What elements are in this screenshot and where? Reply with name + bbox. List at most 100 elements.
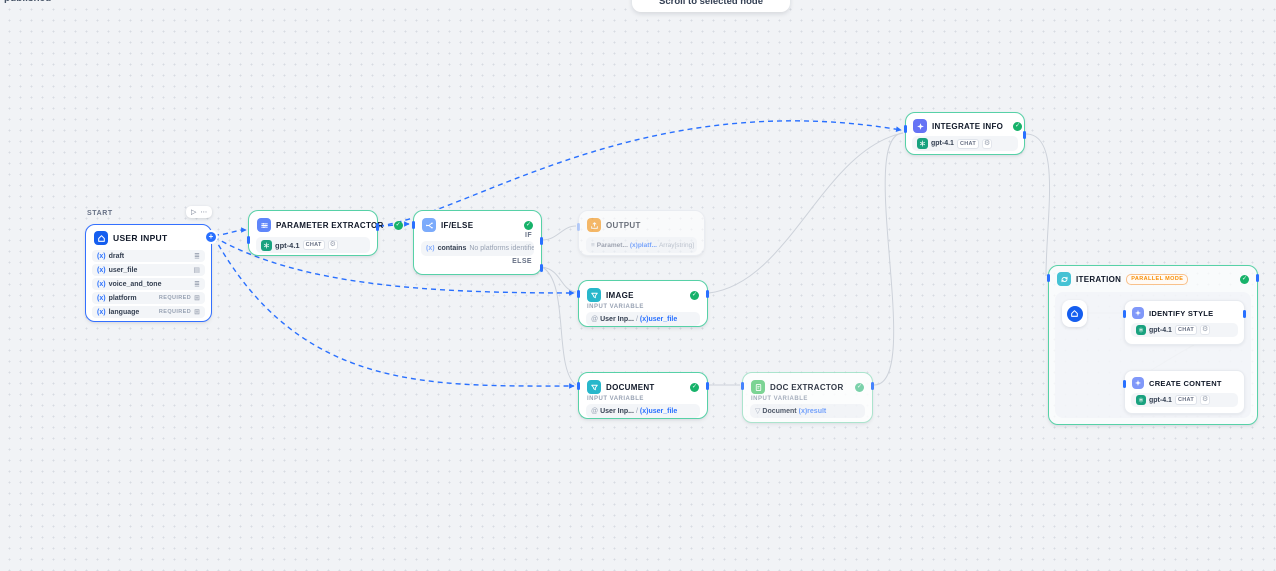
edge-ifelse-to-output[interactable] xyxy=(541,225,577,241)
input-variable-label: INPUT VARIABLE xyxy=(587,304,644,310)
node-parameter-extractor[interactable]: PARAMETER EXTRACTOR ✓ gpt-4.1 CHAT ⚙ xyxy=(247,210,403,256)
field-row-language: (x) language REQUIRED ⊞ xyxy=(92,306,205,318)
output-handle[interactable] xyxy=(1243,310,1246,318)
model-row[interactable]: gpt-4.1 CHAT ⚙ xyxy=(912,136,1018,151)
condition-value: No platforms identifie... xyxy=(469,245,534,252)
model-settings-icon[interactable]: ⚙ xyxy=(327,240,338,250)
model-settings-icon[interactable]: ⚙ xyxy=(1200,395,1211,405)
edge-userinput-to-paramextractor[interactable] xyxy=(213,227,247,236)
field-name: platform xyxy=(108,294,137,302)
node-image[interactable]: IMAGE ✓ INPUT VARIABLE @ User Inp... / (… xyxy=(577,280,709,327)
required-badge: REQUIRED xyxy=(158,295,192,301)
success-check-icon: ✓ xyxy=(393,220,403,230)
model-mode-badge: CHAT xyxy=(302,240,325,250)
openai-icon xyxy=(1136,325,1146,335)
output-handle[interactable] xyxy=(376,223,379,231)
variable-glyph: (x) xyxy=(97,252,106,260)
if-branch-label: IF xyxy=(524,232,532,239)
edge-ifelse-to-document[interactable] xyxy=(541,266,577,386)
input-handle[interactable] xyxy=(577,223,580,231)
model-settings-icon[interactable]: ⚙ xyxy=(1200,325,1211,335)
variable-glyph: (x) xyxy=(426,245,435,252)
node-title: DOC EXTRACTOR xyxy=(770,382,844,392)
if-output-handle[interactable] xyxy=(540,237,543,245)
variable-value-row: ▽ Document (x)result xyxy=(750,404,865,418)
node-doc-extractor[interactable]: DOC EXTRACTOR ✓ INPUT VARIABLE ▽ Documen… xyxy=(741,372,874,423)
published-label: published xyxy=(4,0,51,4)
more-menu-icon[interactable]: ⋯ xyxy=(200,209,208,216)
scroll-to-selected-node-button[interactable]: Scroll to selected node xyxy=(632,0,790,12)
input-handle[interactable] xyxy=(577,290,580,298)
variable-glyph: (x) xyxy=(97,266,106,274)
input-handle[interactable] xyxy=(247,236,250,244)
node-title: INTEGRATE INFO xyxy=(932,121,1004,131)
variable-name: (x)result xyxy=(798,407,827,415)
source-node-icon: @ xyxy=(591,407,599,415)
input-handle[interactable] xyxy=(577,382,580,390)
output-handle[interactable] xyxy=(706,382,709,390)
required-badge: REQUIRED xyxy=(158,309,192,315)
field-name: user_file xyxy=(108,266,138,274)
node-title: IF/ELSE xyxy=(441,220,474,230)
add-connection-handle[interactable]: + xyxy=(206,232,216,242)
output-variable-row: ≡ Paramet... (x)platf... Array[string] xyxy=(586,237,697,253)
node-title: PARAMETER EXTRACTOR xyxy=(276,220,384,230)
output-handle[interactable] xyxy=(871,382,874,390)
edge-image-to-integrate[interactable] xyxy=(708,132,904,294)
home-icon xyxy=(94,231,108,245)
node-output[interactable]: OUTPUT ≡ Paramet... (x)platf... Array[st… xyxy=(577,210,705,256)
openai-icon xyxy=(261,239,272,251)
run-icon[interactable]: ▷ xyxy=(191,209,197,216)
variable-value-row: @ User Inp... / (x)user_file xyxy=(586,312,700,326)
edge-userinput-to-document[interactable] xyxy=(213,236,575,389)
input-handle[interactable] xyxy=(904,125,907,133)
success-check-icon: ✓ xyxy=(855,382,864,392)
node-document[interactable]: DOCUMENT ✓ INPUT VARIABLE @ User Inp... … xyxy=(577,372,709,419)
text-field-icon: ≣ xyxy=(194,280,200,288)
variable-source: User Inp... xyxy=(600,407,634,415)
node-user-input[interactable]: USER INPUT (x) draft ≣ (x) user_file ▤ (… xyxy=(85,224,216,322)
input-handle[interactable] xyxy=(1123,310,1126,318)
list-filter-icon xyxy=(587,380,601,394)
field-row-platform: (x) platform REQUIRED ⊞ xyxy=(92,292,205,304)
text-field-icon: ≣ xyxy=(194,252,200,260)
model-name: gpt-4.1 xyxy=(931,140,954,147)
node-title: DOCUMENT xyxy=(606,382,655,392)
node-title: ITERATION xyxy=(1076,274,1122,284)
node-integrate-info[interactable]: INTEGRATE INFO ✓ gpt-4.1 CHAT ⚙ xyxy=(904,112,1026,155)
model-row[interactable]: gpt-4.1 CHAT ⚙ xyxy=(1131,393,1238,407)
node-create-content[interactable]: CREATE CONTENT gpt-4.1 CHAT ⚙ xyxy=(1123,370,1245,414)
iteration-start-node[interactable] xyxy=(1062,300,1087,327)
edge-integrate-to-iteration[interactable] xyxy=(1025,133,1050,277)
node-identify-style[interactable]: IDENTIFY STYLE gpt-4.1 CHAT ⚙ xyxy=(1123,300,1246,345)
field-row-voice-and-tone: (x) voice_and_tone ≣ xyxy=(92,278,205,290)
edge-userinput-to-image[interactable] xyxy=(213,236,575,296)
select-field-icon: ⊞ xyxy=(194,308,200,316)
success-check-icon: ✓ xyxy=(690,290,699,300)
model-row[interactable]: gpt-4.1 CHAT ⚙ xyxy=(1131,323,1238,337)
input-handle[interactable] xyxy=(741,382,744,390)
source-node-icon: @ xyxy=(591,315,599,323)
node-toolbar[interactable]: ▷ ⋯ xyxy=(186,206,213,218)
edge-docextractor-to-integrate[interactable] xyxy=(873,132,904,386)
parallel-mode-badge: PARALLEL MODE xyxy=(1126,273,1189,285)
output-handle[interactable] xyxy=(706,290,709,298)
input-handle[interactable] xyxy=(412,221,415,229)
node-if-else[interactable]: IF/ELSE ✓ IF (x) contains No platforms i… xyxy=(412,210,543,275)
model-mode-badge: CHAT xyxy=(1174,325,1198,335)
node-title: USER INPUT xyxy=(113,233,168,243)
model-name: gpt-4.1 xyxy=(1149,326,1172,334)
output-handle[interactable] xyxy=(1023,131,1026,139)
model-name: gpt-4.1 xyxy=(1149,396,1172,404)
model-settings-icon[interactable]: ⚙ xyxy=(982,138,993,149)
edge-paramextractor-to-integrate[interactable] xyxy=(378,120,902,227)
output-var-prefix: Paramet... xyxy=(596,241,628,249)
openai-icon xyxy=(917,138,928,149)
model-row[interactable]: gpt-4.1 CHAT ⚙ xyxy=(256,237,370,253)
else-output-handle[interactable] xyxy=(540,264,543,272)
input-handle[interactable] xyxy=(1123,380,1126,388)
input-handle[interactable] xyxy=(1047,274,1050,282)
output-handle[interactable] xyxy=(1256,274,1259,282)
